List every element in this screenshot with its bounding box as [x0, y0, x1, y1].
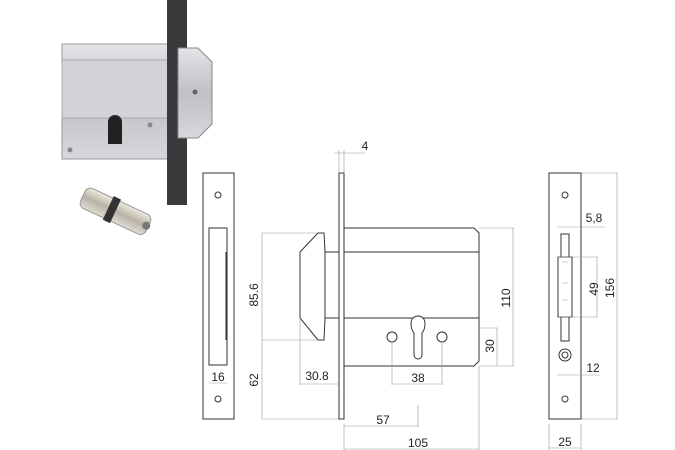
dim-faceplate-width: 25 — [558, 435, 572, 449]
dim-case-height: 110 — [499, 288, 513, 307]
dim-bolt-width: 5,8 — [586, 211, 603, 225]
dim-bolt-throw: 30.8 — [305, 369, 329, 383]
dim-faceplate-thickness: 4 — [362, 139, 369, 153]
dim-cylinder-offset: 30 — [483, 339, 497, 353]
dim-strike-width: 16 — [211, 370, 225, 384]
dim-case-depth: 105 — [408, 436, 428, 450]
dim-screw-spacing: 38 — [411, 371, 425, 385]
dim-cylinder-diameter: 12 — [586, 361, 600, 375]
dim-faceplate-height: 156 — [603, 278, 617, 298]
strike-plate-view: 16 — [202, 172, 235, 420]
lock-photo — [61, 0, 213, 205]
dim-bolt-length: 49 — [587, 282, 601, 296]
faceplate-front-view: 5,8 49 156 12 25 — [548, 172, 618, 450]
dim-bolt-height: 85.6 — [247, 283, 261, 307]
cylinder-photo — [79, 187, 152, 236]
dim-backset-bolt: 62 — [247, 373, 261, 387]
lock-side-view: 4 85.6 62 30.8 110 30 38 57 105 — [247, 139, 514, 450]
dim-backset: 57 — [376, 413, 390, 427]
